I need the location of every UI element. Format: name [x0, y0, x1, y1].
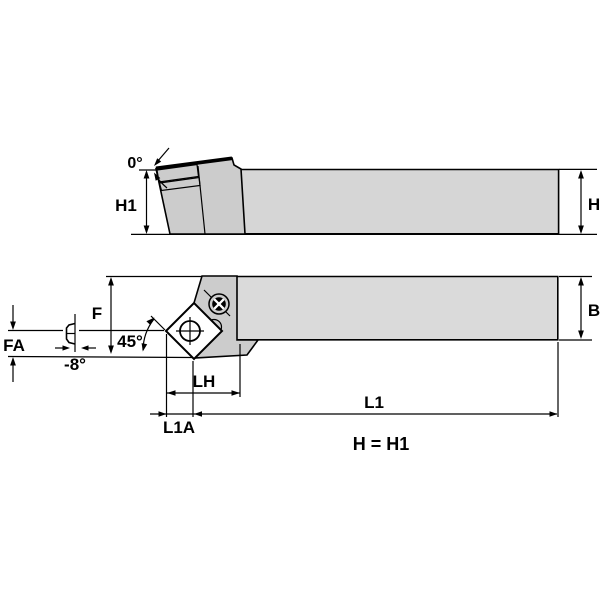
lh-arrow-right — [231, 390, 240, 396]
h1-dimension: H1 — [115, 169, 157, 234]
h1-arrow-up — [143, 170, 150, 179]
h-dimension: H — [578, 170, 600, 234]
back-face-line — [7, 355, 193, 359]
plan-shank-outline — [237, 275, 559, 341]
clamp-screw-icon — [208, 293, 230, 315]
b-label: B — [588, 301, 600, 320]
lh-arrow-left — [167, 390, 176, 396]
h-arrow-up — [578, 170, 584, 179]
f-dimension: F — [92, 277, 114, 354]
side-view: H1 H 0° — [115, 147, 600, 235]
zero-arrow-lower-head — [154, 172, 161, 181]
b-arrow-down — [578, 330, 584, 339]
fa-label: FA — [3, 336, 25, 355]
h-arrow-down — [578, 225, 584, 234]
l1-l1a-dimension: L1A L1 — [150, 393, 558, 437]
f-arrow-down — [108, 345, 114, 354]
side-pocket-line — [197, 165, 206, 235]
l1a-label: L1A — [163, 418, 195, 437]
tip-profile-callout: -8° — [55, 314, 96, 374]
insert-hole-icon — [176, 317, 204, 345]
tip-profile-glyph — [65, 322, 76, 345]
l1a-outside-arrow — [158, 411, 167, 417]
tip-arrow-right-head — [81, 345, 89, 351]
side-cutting-edge — [155, 156, 233, 171]
lead-edge-extension — [150, 315, 166, 331]
lh-dimension: LH — [167, 372, 240, 396]
h-label: H — [588, 195, 600, 214]
l1-label: L1 — [364, 393, 384, 412]
screw-center — [217, 302, 221, 306]
h-equals-h1-note: H = H1 — [353, 434, 410, 454]
minus8-label: -8° — [64, 355, 86, 374]
fa-arrow-up — [10, 357, 16, 366]
lead-angle-label: 45° — [117, 332, 143, 351]
fa-arrow-down — [10, 321, 16, 330]
lead-arc-arrow-bottom — [141, 343, 148, 352]
l1-arrow-right — [549, 411, 558, 417]
b-arrow-up — [578, 277, 584, 286]
f-arrow-up — [108, 277, 114, 286]
l1-arrow-left — [194, 411, 202, 417]
lead-arc-arrow-top — [146, 317, 155, 325]
plan-shank-body — [237, 276, 558, 340]
plan-view: F FA -8° 45° — [3, 275, 600, 454]
fa-dimension: FA — [3, 305, 25, 382]
zero-arrow-upper-head — [154, 158, 162, 166]
tip-arrow-left-head — [62, 345, 70, 351]
h1-arrow-down — [143, 225, 150, 234]
h1-label: H1 — [115, 196, 137, 215]
side-shank-body — [238, 169, 559, 234]
f-label: F — [92, 304, 102, 323]
zero-degree-label: 0° — [127, 155, 142, 172]
lead-angle-callout: 45° — [117, 315, 166, 352]
zero-degree-callout: 0° — [127, 147, 170, 189]
zero-arrow-upper-tail — [156, 147, 170, 163]
b-dimension: B — [559, 275, 600, 341]
lh-label: LH — [193, 372, 216, 391]
